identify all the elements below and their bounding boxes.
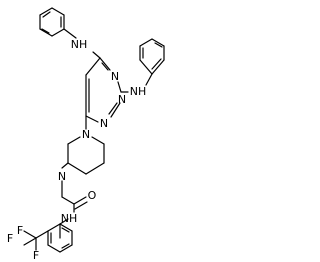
- bonds: [23, 7, 165, 253]
- atom-n-triazine-top: N: [111, 70, 119, 83]
- phenyl-ring-bottom: [47, 223, 73, 253]
- piperazine-ring: [61, 136, 105, 175]
- phenyl-ring-top: [39, 7, 65, 37]
- atom-f-left: F: [7, 232, 13, 245]
- atom-n-piperazine-bottom: N: [58, 170, 66, 183]
- triazine-ring: [85, 57, 122, 123]
- bond-phenyl-nh-top: [63, 28, 77, 39]
- bond-ch2-carbonyl: [61, 196, 75, 205]
- atom-f-middle: F: [17, 224, 23, 237]
- atom-nh-right: NH: [130, 85, 147, 98]
- phenyl-ring-right: [139, 38, 165, 75]
- atom-labels: NH N N NH N N N O NH F F F: [7, 38, 146, 262]
- atom-nh-amide: NH: [61, 212, 78, 225]
- bond-carbonyl-double-1: [73, 196, 87, 205]
- atom-n-triazine-bottom: N: [100, 117, 108, 130]
- atom-o-carbonyl: O: [88, 189, 97, 202]
- atom-f-bottom: F: [33, 249, 39, 262]
- atom-nh-top: NH: [71, 38, 88, 51]
- atom-n-piperazine-top: N: [82, 128, 90, 141]
- bond-carbonyl-double-2: [74, 201, 88, 210]
- bond-nh-triazine: [92, 51, 101, 59]
- chemical-structure-diagram: NH N N NH N N N O NH F F F: [7, 7, 165, 262]
- atom-n-triazine-right: N: [118, 93, 126, 106]
- bond-nh-phenyl-right: [145, 73, 153, 86]
- bond-nh-phenyl-bottom: [59, 218, 69, 225]
- trifluoromethyl-group: [23, 230, 49, 251]
